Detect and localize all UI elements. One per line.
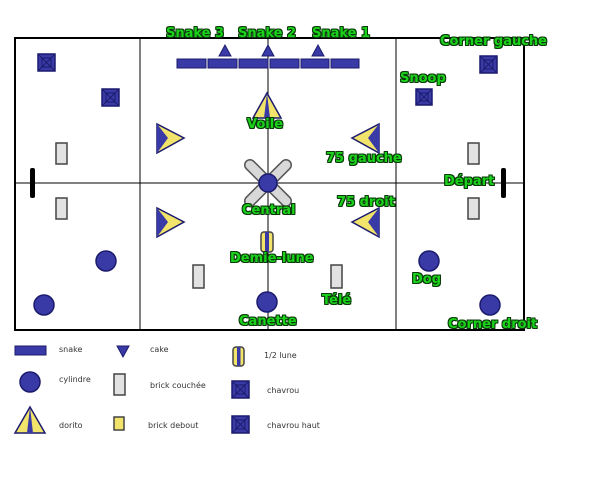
label-75-droit: 75 droit [337, 195, 395, 210]
legend-dorito-icon [13, 405, 47, 434]
label-snoop: Snoop [400, 71, 446, 86]
central-x-bunker-icon [244, 159, 292, 207]
legend-cake-icon [116, 345, 130, 359]
cylinder-left-bottom [33, 294, 55, 316]
brick-couchee-left-upper [55, 142, 68, 165]
dorito-voile-icon [251, 91, 283, 119]
chavrou-snoop-icon [415, 88, 433, 106]
brick-couchee-left-lower [55, 197, 68, 220]
label-demi-lune: Demie-lune [230, 251, 314, 266]
legend-cake-label: cake [150, 345, 169, 354]
snake3-marker-icon [218, 43, 232, 57]
dorito-75-droit-icon [350, 206, 380, 239]
legend-chavrou-label: chavrou [267, 386, 300, 395]
label-depart: Départ [444, 174, 495, 189]
legend-brick-couchee-label: brick couchée [150, 381, 206, 390]
label-central: Central [242, 203, 296, 218]
label-corner-droit: Corner droit [448, 317, 538, 332]
snake1-marker-icon [311, 43, 325, 57]
label-75-gauche: 75 gauche [326, 151, 402, 166]
snake2-marker-icon [261, 43, 275, 57]
label-canette: Canette [239, 314, 297, 329]
field-boundary [14, 37, 525, 331]
label-snake1: Snake 1 [312, 26, 371, 41]
cylinder-left-mid [95, 250, 117, 272]
brick-couchee-right-upper [467, 142, 480, 165]
chavrou-haut-top-left-icon [37, 53, 56, 72]
dorito-left-lower-icon [156, 206, 186, 239]
chavrou-haut-corner-gauche-icon [479, 55, 498, 74]
cylinder-corner-droit [479, 294, 501, 316]
demi-lune-icon [260, 231, 274, 253]
snake-bunker [176, 58, 360, 69]
cylinder-canette [256, 291, 278, 313]
legend-chavrou-haut-label: chavrou haut [267, 421, 320, 430]
legend-dorito-label: dorito [59, 421, 83, 430]
brick-couchee-bottom-left [192, 264, 205, 289]
label-corner-gauche: Corner gauche [440, 34, 548, 49]
legend-brick-debout-label: brick debout [148, 421, 199, 430]
legend-half-lune-icon [232, 346, 245, 367]
label-dog: Dog [412, 272, 442, 287]
legend-half-lune-label: 1/2 lune [264, 351, 297, 360]
label-voile: Voile [247, 117, 284, 132]
legend-cylindre-icon [19, 371, 41, 393]
legend-snake-icon [14, 345, 47, 356]
left-start-gate [30, 168, 35, 198]
legend-brick-couchee-icon [113, 373, 126, 396]
chavrou-left-icon [101, 88, 120, 107]
brick-couchee-tele [330, 264, 343, 289]
cylinder-dog [418, 250, 440, 272]
legend-chavrou-haut-icon [231, 415, 250, 434]
brick-couchee-right-lower [467, 197, 480, 220]
dorito-75-gauche-icon [350, 122, 380, 155]
legend-brick-debout-icon [113, 416, 125, 431]
label-tele: Télé [322, 293, 352, 308]
label-snake2: Snake 2 [238, 26, 297, 41]
right-start-gate [501, 168, 506, 198]
legend-snake-label: snake [59, 345, 83, 354]
dorito-left-upper-icon [156, 122, 186, 155]
label-snake3: Snake 3 [166, 26, 225, 41]
legend-cylindre-label: cylindre [59, 375, 91, 384]
legend-chavrou-icon [231, 380, 250, 399]
